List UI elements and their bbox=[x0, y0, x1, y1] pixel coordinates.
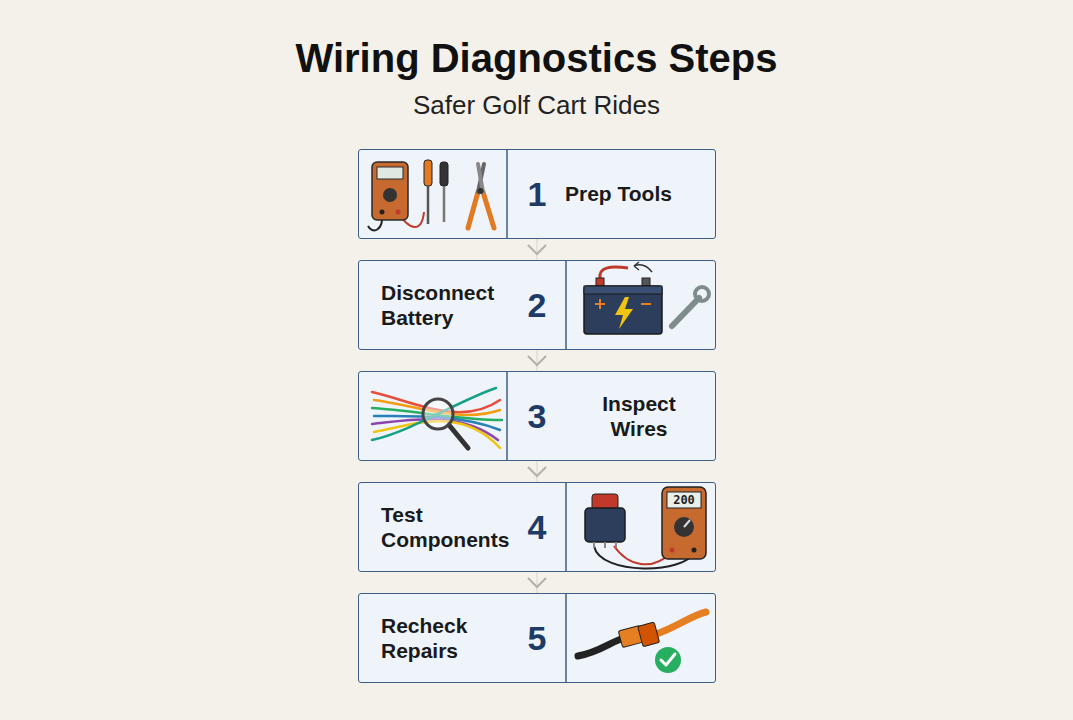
multimeter-icon bbox=[372, 162, 408, 220]
multimeter-icon bbox=[383, 188, 397, 202]
battery-icon bbox=[584, 286, 662, 294]
wire-bundle bbox=[374, 416, 500, 430]
cell-divider bbox=[565, 482, 567, 572]
multimeter-icon bbox=[368, 162, 424, 230]
wire-bundle bbox=[372, 388, 502, 448]
wrench-icon bbox=[695, 287, 709, 301]
connector-icon bbox=[638, 622, 660, 647]
multimeter-icon bbox=[377, 167, 403, 179]
battery-icon bbox=[595, 299, 605, 309]
cell-divider bbox=[565, 593, 567, 683]
flow-connector bbox=[537, 350, 538, 371]
cell-divider bbox=[506, 149, 508, 239]
battery-icon bbox=[634, 262, 639, 270]
flow-connector bbox=[537, 239, 538, 260]
screwdriver-icon bbox=[424, 160, 448, 224]
pliers-icon bbox=[478, 164, 483, 192]
step-box: Recheck Repairs5 bbox=[358, 593, 716, 683]
multimeter-icon bbox=[380, 210, 385, 215]
check-badge bbox=[655, 647, 681, 673]
check-badge bbox=[655, 647, 681, 673]
multimeter-icon bbox=[692, 548, 697, 553]
flow-connector bbox=[537, 461, 538, 482]
step-label: Inspect Wires bbox=[579, 391, 699, 441]
connector-icon bbox=[578, 638, 624, 656]
relay-icon bbox=[604, 542, 606, 548]
pliers-icon bbox=[483, 192, 494, 228]
step-box: 3 Inspect Wires bbox=[358, 371, 716, 461]
relay-icon bbox=[585, 494, 694, 569]
step-box: Disconnect Battery2 bbox=[358, 260, 716, 350]
multimeter-icon bbox=[662, 487, 706, 559]
battery-icon bbox=[584, 286, 662, 334]
wire-bundle bbox=[374, 400, 500, 415]
step-number: 2 bbox=[519, 288, 555, 322]
relay-icon bbox=[593, 542, 595, 548]
multimeter-icon bbox=[396, 210, 401, 215]
step-number: 5 bbox=[519, 621, 555, 655]
step-number: 4 bbox=[519, 510, 555, 544]
multimeter-icon bbox=[667, 492, 701, 508]
multimeter-icon bbox=[670, 548, 675, 553]
pliers-icon bbox=[468, 192, 478, 228]
wire-bundle bbox=[372, 419, 498, 440]
diagram-title: Wiring Diagnostics Steps bbox=[0, 36, 1073, 80]
screwdriver-icon bbox=[440, 162, 448, 186]
connector-icon bbox=[656, 612, 706, 634]
step-box: 1 Prep Tools bbox=[358, 149, 716, 239]
wire-bundle bbox=[372, 408, 502, 420]
cell-divider bbox=[507, 149, 566, 683]
screwdriver-icon bbox=[424, 160, 432, 186]
battery-icon bbox=[596, 278, 604, 286]
multimeter-icon bbox=[398, 212, 424, 227]
multimeter-icon bbox=[684, 520, 690, 527]
relay-icon bbox=[585, 508, 625, 542]
step-label: Test Components bbox=[381, 502, 521, 552]
step-box: Test Components4 bbox=[358, 482, 716, 572]
magnifier-icon bbox=[449, 425, 468, 448]
step-number: 3 bbox=[519, 399, 555, 433]
wire-bundle bbox=[372, 388, 496, 440]
pliers-icon bbox=[478, 164, 484, 192]
check-badge bbox=[661, 654, 675, 665]
battery-icon bbox=[641, 303, 651, 305]
pliers-icon bbox=[478, 188, 484, 194]
battery-icon bbox=[600, 267, 628, 279]
wrench-icon bbox=[672, 287, 709, 326]
connector-icon bbox=[578, 612, 706, 656]
cell-divider bbox=[565, 260, 567, 350]
connector-icon bbox=[618, 625, 644, 647]
battery-icon bbox=[642, 278, 650, 286]
multimeter-icon bbox=[662, 487, 706, 559]
multimeter-icon bbox=[674, 517, 694, 537]
battery-icon bbox=[584, 262, 662, 334]
pliers-icon bbox=[468, 164, 494, 228]
relay-icon bbox=[615, 542, 617, 548]
step-label: Prep Tools bbox=[565, 181, 710, 206]
magnifier-icon bbox=[423, 399, 453, 429]
step-label: Disconnect Battery bbox=[381, 280, 521, 330]
flow-connector bbox=[537, 572, 538, 593]
screwdriver-icon bbox=[427, 186, 430, 224]
wrench-icon bbox=[672, 298, 699, 326]
magnifier-icon bbox=[423, 399, 468, 448]
relay-icon bbox=[614, 546, 672, 564]
relay-icon bbox=[592, 494, 618, 510]
subtitle: Safer Golf Cart Rides bbox=[0, 90, 1073, 121]
step-label: Recheck Repairs bbox=[381, 613, 521, 663]
battery-icon bbox=[615, 297, 633, 329]
cell-divider bbox=[506, 371, 508, 461]
wire-bundle bbox=[372, 392, 500, 412]
step-number: 1 bbox=[519, 177, 555, 211]
wire-bundle bbox=[374, 421, 500, 448]
battery-icon bbox=[634, 265, 652, 272]
multimeter-icon bbox=[368, 212, 382, 230]
screwdriver-icon bbox=[443, 186, 446, 222]
relay-icon bbox=[594, 546, 694, 569]
